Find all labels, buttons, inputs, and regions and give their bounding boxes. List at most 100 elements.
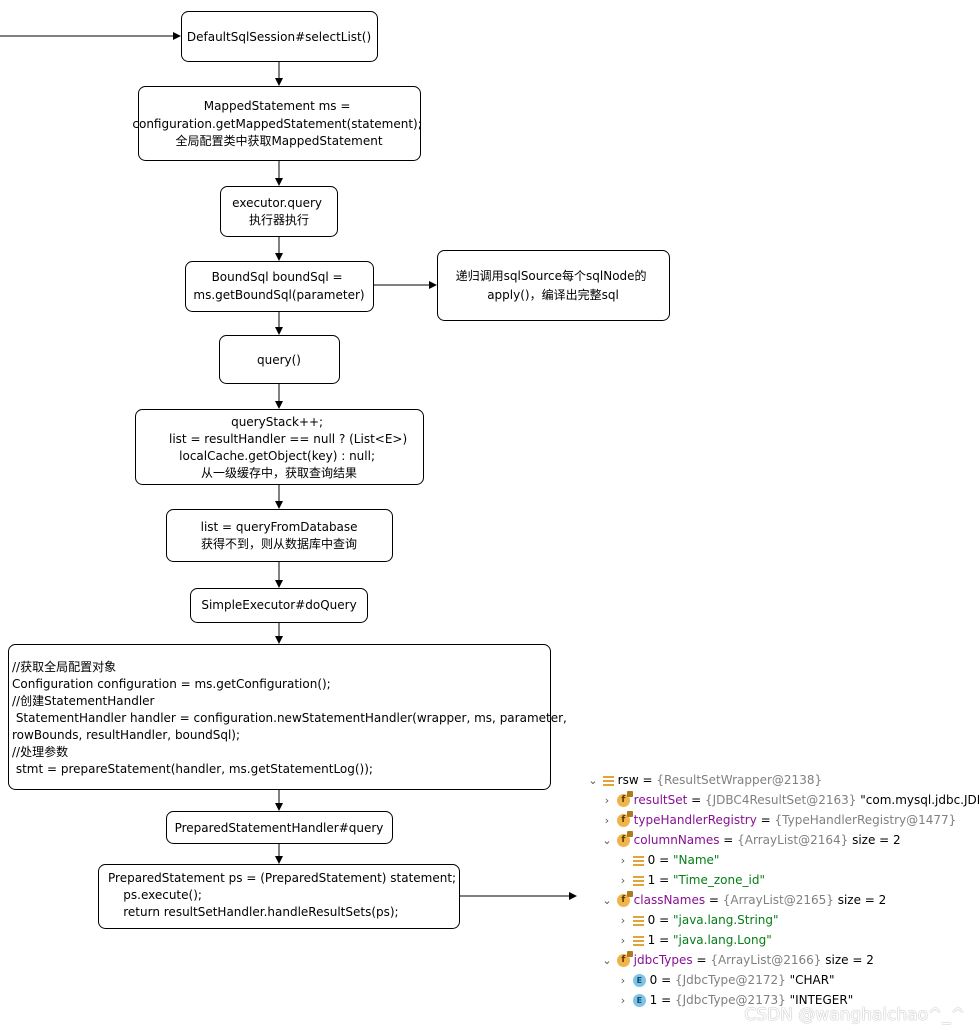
label-sqlNodeApply: 递归调用sqlSource每个sqlNode的 apply()，编译出完整sql <box>456 268 651 302</box>
chevron-down-icon[interactable]: ⌄ <box>602 894 612 907</box>
node-labels: DefaultSqlSession#selectList() MappedSta… <box>0 0 651 919</box>
chevron-right-icon[interactable]: › <box>620 874 626 887</box>
chevron-right-icon[interactable]: › <box>604 814 610 827</box>
var-row[interactable]: › 0 = "java.lang.String" <box>617 910 779 930</box>
label-getBoundSql: BoundSql boundSql = ms.getBoundSql(param… <box>193 270 364 302</box>
var-value: "Name" <box>672 853 720 867</box>
var-value: "com.mysql.jdbc.JDBC <box>860 793 979 807</box>
var-row[interactable]: › f resultSet = {JDBC4ResultSet@2163} "c… <box>601 790 979 810</box>
node-queryStack <box>135 409 424 485</box>
equals-sign: = <box>756 813 775 827</box>
var-index: 0 <box>649 973 658 987</box>
node-queryFromDatabase <box>166 509 393 562</box>
label-executorQuery: executor.query 执行器执行 <box>232 196 326 227</box>
chevron-down-icon[interactable]: ⌄ <box>602 834 612 847</box>
node-query <box>219 335 340 384</box>
debugger-variables-panel: ⌄ rsw = {ResultSetWrapper@2138} › f resu… <box>585 770 979 1031</box>
var-row[interactable]: › 1 = "java.lang.Long" <box>617 930 772 950</box>
node-preparedQuery <box>166 811 393 844</box>
label-execute: PreparedStatement ps = (PreparedStatemen… <box>0 0 483 919</box>
list-icon <box>632 875 644 886</box>
var-type: {ArrayList@2165} <box>722 893 834 907</box>
equals-sign: = <box>657 993 675 1007</box>
chevron-right-icon[interactable]: › <box>620 934 626 947</box>
equals-sign: = <box>655 873 673 887</box>
connectors <box>0 32 577 900</box>
var-index: 1 <box>649 993 658 1007</box>
var-type: {ResultSetWrapper@2138} <box>656 773 823 787</box>
chevron-down-icon[interactable]: ⌄ <box>602 954 612 967</box>
node-sqlNodeApply <box>437 250 670 321</box>
chevron-right-icon[interactable]: › <box>604 794 610 807</box>
var-type: {JdbcType@2173} <box>674 993 786 1007</box>
var-row[interactable]: › E 1 = {JdbcType@2173} "INTEGER" <box>617 990 853 1010</box>
var-row[interactable]: › E 0 = {JdbcType@2172} "CHAR" <box>617 970 835 990</box>
var-type: {TypeHandlerRegistry@1477} <box>774 813 957 827</box>
label-query: query() <box>257 353 301 367</box>
chevron-right-icon[interactable]: › <box>620 994 626 1007</box>
var-index: 1 <box>647 933 656 947</box>
var-row[interactable]: ⌄ rsw = {ResultSetWrapper@2138} <box>587 770 822 790</box>
field-icon: f <box>616 891 633 907</box>
var-name: classNames <box>633 893 706 907</box>
var-index: 0 <box>647 913 656 927</box>
node-getBoundSql <box>185 261 374 312</box>
var-row[interactable]: ⌄ f classNames = {ArrayList@2165} size =… <box>601 890 886 910</box>
var-name: resultSet <box>633 793 688 807</box>
var-type: {JdbcType@2172} <box>674 973 786 987</box>
var-row[interactable]: › 1 = "Time_zone_id" <box>617 870 765 890</box>
var-value: size = 2 <box>848 833 901 847</box>
var-row[interactable]: › 0 = "Name" <box>617 850 720 870</box>
var-value: "java.lang.Long" <box>672 933 772 947</box>
node-execute <box>98 864 460 929</box>
var-value: "CHAR" <box>789 973 835 987</box>
var-value: "INTEGER" <box>789 993 854 1007</box>
field-icon: f <box>616 831 633 847</box>
equals-sign: = <box>657 973 675 987</box>
var-index: 1 <box>647 873 656 887</box>
equals-sign: = <box>655 913 673 927</box>
field-icon: f <box>616 951 633 967</box>
node-doQuery <box>190 588 368 623</box>
node-boxes <box>8 11 670 929</box>
chevron-down-icon[interactable]: ⌄ <box>588 774 598 787</box>
var-row[interactable]: ⌄ f jdbcTypes = {ArrayList@2166} size = … <box>601 950 874 970</box>
label-queryFromDatabase: list = queryFromDatabase 获得不到，则从数据库中查询 <box>201 520 362 551</box>
equals-sign: = <box>687 793 705 807</box>
var-value: "Time_zone_id" <box>672 873 765 887</box>
equals-sign: = <box>692 953 711 967</box>
var-row[interactable]: › f typeHandlerRegistry = {TypeHandlerRe… <box>601 810 956 830</box>
enum-icon: E <box>632 974 646 987</box>
var-name: jdbcTypes <box>633 953 693 967</box>
equals-sign: = <box>655 933 673 947</box>
var-name: typeHandlerRegistry <box>633 813 757 827</box>
field-icon: f <box>616 811 633 827</box>
var-name: columnNames <box>633 833 720 847</box>
node-executorQuery <box>220 186 338 237</box>
equals-sign: = <box>705 893 723 907</box>
csdn-watermark: CSDN @wanghaichao^_^ <box>744 1005 965 1025</box>
label-configBlock: //获取全局配置对象 Configuration configuration =… <box>0 0 594 776</box>
list-icon <box>632 915 644 926</box>
chevron-right-icon[interactable]: › <box>620 854 626 867</box>
var-type: {JDBC4ResultSet@2163} <box>705 793 857 807</box>
field-icon: f <box>616 791 633 807</box>
var-index: 0 <box>647 853 656 867</box>
var-type: {ArrayList@2166} <box>710 953 822 967</box>
list-icon <box>602 775 614 786</box>
var-name: rsw <box>617 773 639 787</box>
var-type: {ArrayList@2164} <box>737 833 849 847</box>
node-getMappedStatement <box>138 86 421 161</box>
node-selectList <box>181 11 378 62</box>
list-icon <box>632 935 644 946</box>
var-row[interactable]: ⌄ f columnNames = {ArrayList@2164} size … <box>601 830 901 850</box>
label-getMappedStatement: MappedStatement ms = configuration.getMa… <box>132 99 425 148</box>
equals-sign: = <box>638 773 657 787</box>
chevron-right-icon[interactable]: › <box>620 914 626 927</box>
list-icon <box>632 855 644 866</box>
label-selectList: DefaultSqlSession#selectList() <box>187 30 371 44</box>
label-preparedQuery: PreparedStatementHandler#query <box>175 821 384 835</box>
chevron-right-icon[interactable]: › <box>620 974 626 987</box>
label-doQuery: SimpleExecutor#doQuery <box>201 598 356 612</box>
